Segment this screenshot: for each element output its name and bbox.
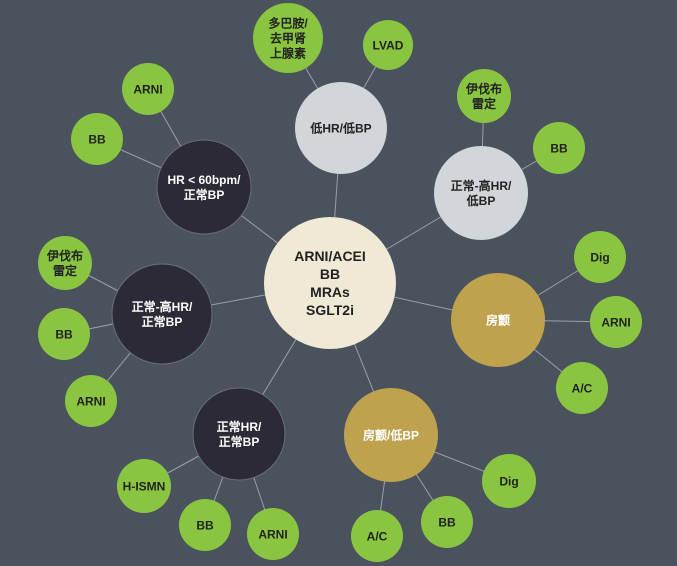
leaf-node-normal-hr-normal-bp-0-label: H-ISMN — [123, 479, 166, 493]
leaf-node-hr-lt-60-normal-bp-0: ARNI — [122, 63, 174, 115]
group-node-normal-high-hr-normal-bp-circle — [111, 263, 213, 365]
group-node-hr-lt-60-normal-bp: HR < 60bpm/正常BP — [156, 139, 252, 235]
group-node-af: 房颤 — [451, 273, 545, 367]
group-node-hr-lt-60-normal-bp-label: HR < 60bpm/ — [167, 173, 241, 187]
leaf-node-af-2-label: A/C — [572, 381, 593, 395]
leaf-node-normal-hr-normal-bp-0-circle — [117, 459, 171, 513]
leaf-node-normal-high-hr-normal-bp-2-circle — [65, 375, 117, 427]
group-node-af-low-bp: 房颤/低BP — [344, 388, 438, 482]
leaf-node-normal-high-hr-normal-bp-0-label: 伊伐布 — [46, 248, 83, 263]
leaf-node-hr-lt-60-normal-bp-0-circle — [122, 63, 174, 115]
center-node-label: MRAs — [310, 284, 350, 300]
leaf-node-hr-lt-60-normal-bp-1-label: BB — [88, 132, 106, 146]
leaf-node-af-1-label: ARNI — [601, 315, 630, 329]
leaf-node-hr-lt-60-normal-bp-1: BB — [71, 113, 123, 165]
group-node-af-label: 房颤 — [486, 312, 510, 327]
leaf-node-af-1-circle — [590, 296, 642, 348]
leaf-node-normal-hr-normal-bp-0: H-ISMN — [117, 459, 171, 513]
leaf-node-af-2-circle — [556, 362, 608, 414]
leaf-node-normal-high-hr-low-bp-1-label: BB — [550, 141, 568, 155]
leaf-node-normal-high-hr-low-bp-0-circle — [457, 69, 511, 123]
leaf-node-af-0: Dig — [574, 231, 626, 283]
group-node-normal-high-hr-normal-bp-label: 正常BP — [142, 314, 183, 329]
leaf-node-normal-hr-normal-bp-1: BB — [179, 499, 231, 551]
leaf-node-normal-high-hr-low-bp-1-circle — [533, 122, 585, 174]
group-node-low-hr-low-bp-circle — [295, 82, 387, 174]
leaf-node-normal-high-hr-low-bp-0-label: 伊伐布 — [465, 81, 502, 96]
leaf-node-low-hr-low-bp-1-label: LVAD — [373, 38, 404, 52]
leaf-node-low-hr-low-bp-0-label: 多巴胺/ — [268, 15, 308, 30]
leaf-node-af-low-bp-0-circle — [482, 454, 536, 508]
center-node-label: SGLT2i — [306, 302, 354, 318]
leaf-node-normal-high-hr-normal-bp-0-circle — [38, 236, 92, 290]
group-node-af-circle — [451, 273, 545, 367]
leaf-node-af-0-label: Dig — [590, 250, 609, 264]
leaf-node-normal-high-hr-normal-bp-2: ARNI — [65, 375, 117, 427]
leaf-node-af-low-bp-1-label: BB — [438, 515, 456, 529]
group-node-normal-high-hr-low-bp-circle — [434, 146, 528, 240]
leaf-node-low-hr-low-bp-0-label: 上腺素 — [270, 45, 306, 60]
leaf-node-af-2: A/C — [556, 362, 608, 414]
leaf-node-af-low-bp-0-label: Dig — [499, 474, 518, 488]
leaf-node-normal-hr-normal-bp-1-circle — [179, 499, 231, 551]
group-node-low-hr-low-bp: 低HR/低BP — [295, 82, 387, 174]
group-node-low-hr-low-bp-label: 低HR/低BP — [309, 120, 371, 135]
leaf-node-normal-hr-normal-bp-2-label: ARNI — [258, 527, 287, 541]
group-node-normal-hr-normal-bp-label: 正常HR/ — [217, 419, 262, 434]
center-node-label: ARNI/ACEI — [294, 248, 366, 264]
group-node-hr-lt-60-normal-bp-circle — [156, 139, 252, 235]
leaf-node-af-low-bp-1-circle — [421, 496, 473, 548]
group-node-normal-high-hr-low-bp-label: 低BP — [466, 193, 496, 208]
leaf-node-normal-hr-normal-bp-2-circle — [247, 508, 299, 560]
leaf-node-low-hr-low-bp-0-label: 去甲肾 — [270, 30, 307, 45]
leaf-node-hr-lt-60-normal-bp-1-circle — [71, 113, 123, 165]
leaf-node-normal-high-hr-normal-bp-0-label: 雷定 — [53, 263, 77, 278]
leaf-node-normal-high-hr-normal-bp-1: BB — [38, 308, 90, 360]
leaf-node-af-low-bp-0: Dig — [482, 454, 536, 508]
group-node-normal-high-hr-low-bp-label: 正常-高HR/ — [451, 178, 512, 193]
center-node-label: BB — [320, 266, 340, 282]
center-node-circle — [264, 217, 396, 349]
leaf-node-normal-high-hr-normal-bp-2-label: ARNI — [76, 394, 105, 408]
group-node-af-low-bp-circle — [344, 388, 438, 482]
leaf-node-low-hr-low-bp-1-circle — [363, 20, 413, 70]
leaf-node-normal-high-hr-low-bp-0-label: 雷定 — [472, 96, 496, 111]
group-node-normal-high-hr-normal-bp-label: 正常-高HR/ — [132, 299, 193, 314]
leaf-node-af-low-bp-1: BB — [421, 496, 473, 548]
leaf-node-af-1: ARNI — [590, 296, 642, 348]
group-node-normal-hr-normal-bp-circle — [192, 387, 286, 481]
leaf-node-normal-hr-normal-bp-2: ARNI — [247, 508, 299, 560]
group-node-normal-high-hr-low-bp: 正常-高HR/低BP — [434, 146, 528, 240]
leaf-node-normal-high-hr-normal-bp-1-circle — [38, 308, 90, 360]
group-node-normal-hr-normal-bp: 正常HR/正常BP — [192, 387, 286, 481]
leaf-node-hr-lt-60-normal-bp-0-label: ARNI — [133, 82, 162, 96]
leaf-node-low-hr-low-bp-1: LVAD — [363, 20, 413, 70]
group-node-hr-lt-60-normal-bp-label: 正常BP — [184, 187, 225, 202]
leaf-node-af-low-bp-2-circle — [351, 510, 403, 562]
leaf-node-af-0-circle — [574, 231, 626, 283]
leaf-node-normal-high-hr-normal-bp-1-label: BB — [55, 327, 73, 341]
group-node-af-low-bp-label: 房颤/低BP — [363, 427, 419, 442]
leaf-node-af-low-bp-2: A/C — [351, 510, 403, 562]
group-node-normal-hr-normal-bp-label: 正常BP — [219, 434, 260, 449]
leaf-node-normal-hr-normal-bp-1-label: BB — [196, 518, 214, 532]
leaf-node-af-low-bp-2-label: A/C — [367, 529, 388, 543]
leaf-node-low-hr-low-bp-0-circle — [253, 3, 323, 73]
group-node-normal-high-hr-normal-bp: 正常-高HR/正常BP — [111, 263, 213, 365]
leaf-node-normal-high-hr-low-bp-1: BB — [533, 122, 585, 174]
